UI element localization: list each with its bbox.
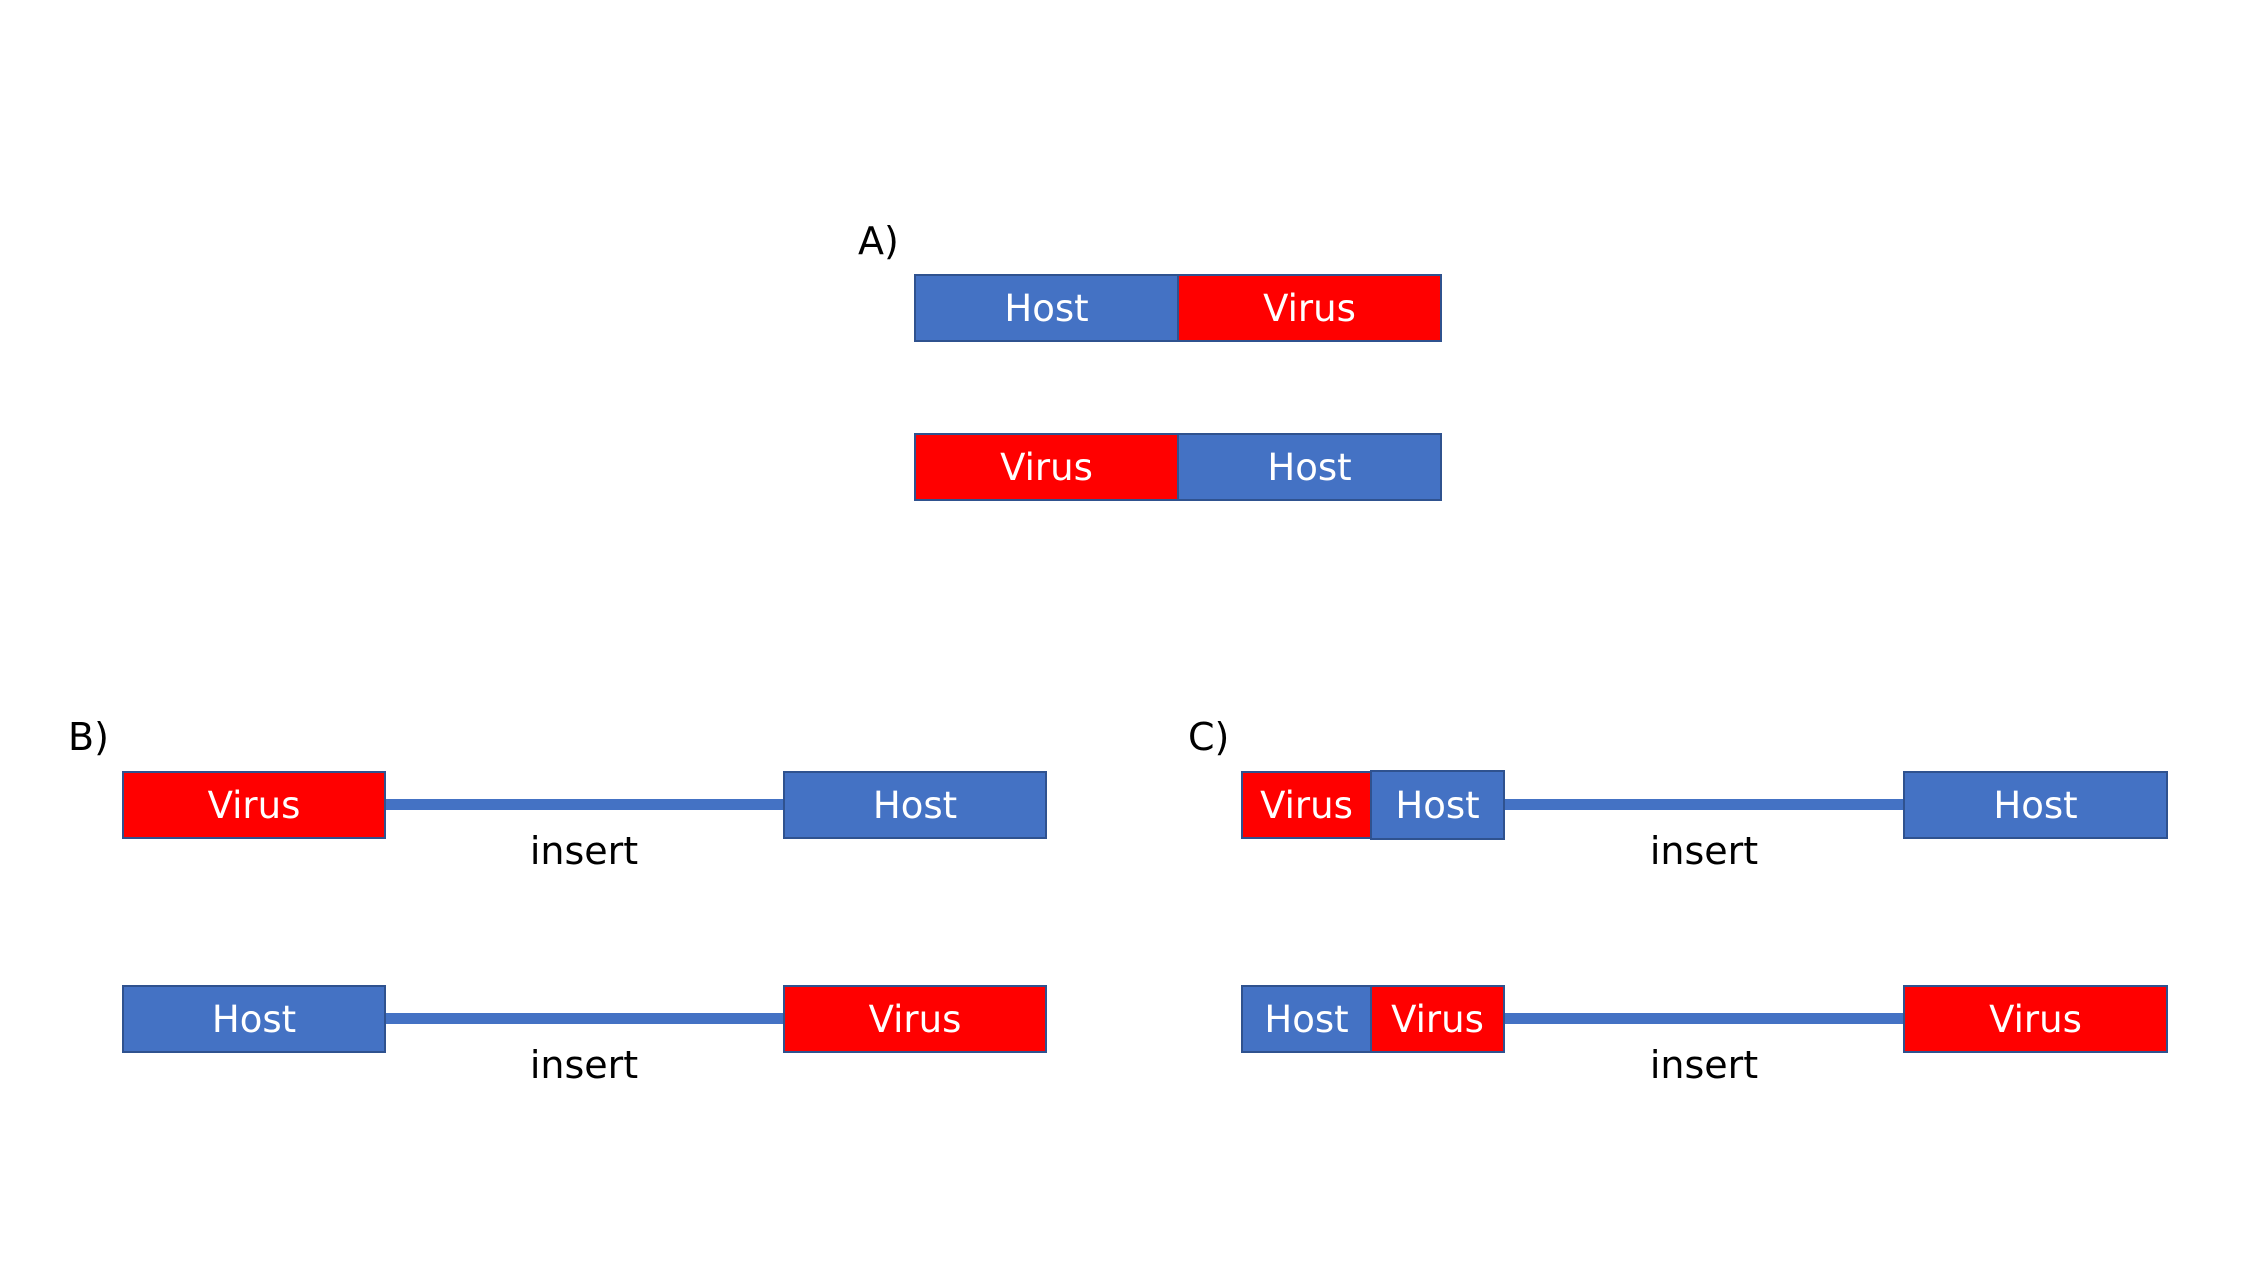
- panel-c-row1-insert-label: insert: [1649, 829, 1759, 873]
- panel-c-row2-right-virus-segment: Virus: [1903, 985, 2168, 1053]
- panel-c-row1-insert-line: [1505, 799, 1904, 810]
- panel-b-row1-host-segment: Host: [783, 771, 1047, 839]
- panel-c-row1-host-segment: Host: [1370, 770, 1505, 840]
- panel-a-row2-virus-segment: Virus: [914, 433, 1179, 501]
- panel-b-row1-insert-label: insert: [529, 829, 639, 873]
- panel-b-row2-virus-segment: Virus: [783, 985, 1047, 1053]
- panel-b-row2-host-segment: Host: [122, 985, 386, 1053]
- panel-b-label: B): [68, 715, 109, 759]
- panel-b-row1-virus-segment: Virus: [122, 771, 386, 839]
- panel-c-row2-insert-line: [1505, 1013, 1904, 1024]
- panel-c-row1-virus-segment: Virus: [1241, 771, 1372, 839]
- panel-b-row1-insert-line: [386, 799, 784, 810]
- panel-c-row2-virus-segment: Virus: [1370, 985, 1505, 1053]
- panel-a-label: A): [858, 219, 899, 263]
- panel-b-row2-insert-line: [386, 1013, 784, 1024]
- panel-c-row2-insert-label: insert: [1649, 1043, 1759, 1087]
- panel-a-row1-host-segment: Host: [914, 274, 1179, 342]
- panel-c-row2-host-segment: Host: [1241, 985, 1372, 1053]
- panel-b-row2-insert-label: insert: [529, 1043, 639, 1087]
- panel-a-row1-virus-segment: Virus: [1177, 274, 1442, 342]
- panel-a-row2-host-segment: Host: [1177, 433, 1442, 501]
- panel-c-label: C): [1188, 715, 1230, 759]
- panel-c-row1-right-host-segment: Host: [1903, 771, 2168, 839]
